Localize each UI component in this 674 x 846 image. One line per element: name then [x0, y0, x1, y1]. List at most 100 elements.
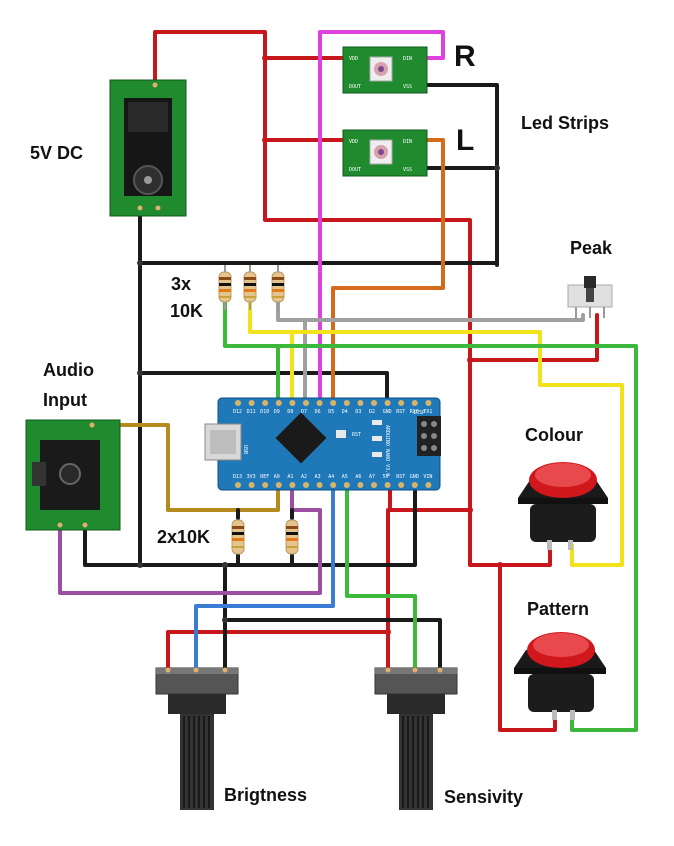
wire-brown-audio [90, 423, 280, 512]
wire-red-trunk [263, 138, 502, 567]
wire-red-dc-top [153, 30, 347, 82]
usb-label: USB [242, 445, 248, 454]
arduino-top-pin-label: TX1 [423, 409, 432, 415]
arduino-top-pin [330, 400, 337, 406]
arduino-bottom-pin [275, 482, 282, 488]
wire-red-peak [468, 313, 599, 362]
pattern-label: Pattern [527, 599, 590, 619]
led-l-vss-label: VSS [403, 167, 412, 173]
arduino-bottom-pin-label: VIN [423, 474, 432, 480]
led-r-din-label: DIN [403, 56, 412, 62]
peak-switch [567, 276, 613, 318]
arduino-top-pin-label: GND [383, 409, 392, 415]
wire-yellow-colour [248, 301, 624, 567]
wire-black-vss-r [423, 83, 499, 267]
arduino-top-pin [411, 400, 418, 406]
led-module-r: VDD DIN DOUT VSS [342, 46, 428, 94]
arduino-top-pin-label: D9 [274, 409, 280, 415]
resistors-3-value: 10K [170, 301, 204, 321]
arduino-bottom-pin [398, 482, 405, 488]
arduino-bottom-pin-label: A5 [342, 474, 348, 480]
arduino-top-pin [262, 400, 269, 406]
junctions-dark [137, 165, 500, 623]
audio-input-label-line1: Audio [43, 360, 94, 380]
potentiometer-brightness [155, 667, 239, 810]
power-label: 5V DC [30, 143, 84, 163]
arduino-bottom-pin-label: GND [410, 474, 419, 480]
arduino-bottom-pin [248, 482, 255, 488]
arduino-bottom-pin-label: A1 [287, 474, 293, 480]
arduino-bottom-pin-label: A4 [328, 474, 334, 480]
arduino-bottom-pin-label: A3 [315, 474, 321, 480]
arduino-top-pin-label: RST [396, 409, 405, 415]
wire-gray-peak [276, 301, 585, 400]
sensitivity-label: Sensivity [444, 787, 524, 807]
wire-resistor-2-link [236, 508, 294, 567]
arduino-bottom-pin [289, 482, 296, 488]
resistor-3 [271, 265, 285, 310]
arduino-bottom-pin [411, 482, 418, 488]
wire-green-pattern [223, 301, 638, 732]
wire-black-to-nano-gnd [138, 371, 389, 400]
arduino-top-pin [343, 400, 350, 406]
colour-label: Colour [525, 425, 583, 445]
wire-red-pot-bright [166, 508, 390, 670]
icsp-header: ICSP [413, 410, 441, 456]
junctions [262, 55, 503, 635]
arduino-top-pin [275, 400, 282, 406]
peak-label: Peak [570, 238, 613, 258]
audio-jack [25, 419, 121, 531]
arduino-bottom-pin-label: A2 [301, 474, 307, 480]
arduino-top-pin [289, 400, 296, 406]
arduino-top-pin-label: D5 [328, 409, 334, 415]
arduino-top-pin-label: D2 [369, 409, 375, 415]
arduino-top-pin-label: D11 [247, 409, 256, 415]
wires [58, 30, 638, 732]
resistors-3-count: 3x [171, 274, 192, 294]
arduino-bottom-pin [384, 482, 391, 488]
arduino-bottom-pin [343, 482, 350, 488]
wire-black-bottom-bus [83, 488, 417, 567]
wire-red-pattern-btn [498, 563, 557, 732]
wire-green-sens [345, 488, 417, 670]
arduino-top-pin-label: D6 [315, 409, 321, 415]
arduino-top-pin [357, 400, 364, 406]
rst-label: RST [352, 432, 361, 438]
led-l-dout-label: DOUT [349, 167, 361, 173]
arduino-top-pin-label: D7 [301, 409, 307, 415]
arduino-bottom-pin [262, 482, 269, 488]
arduino-bottom-pin [425, 482, 432, 488]
potentiometer-sensitivity [374, 667, 458, 810]
wire-red-colour-btn [498, 543, 552, 567]
arduino-bottom-pin-label: D13 [233, 474, 242, 480]
resistor-group-2x [231, 519, 299, 555]
arduino-bottom-pin-label: A7 [369, 474, 375, 480]
arduino-top-pin [371, 400, 377, 406]
arduino-top-pin-label: RX0 [410, 409, 419, 415]
icsp-label: ICSP [413, 410, 425, 416]
arduino-bottom-pin [330, 482, 337, 488]
arduino-top-pin-label: D8 [287, 409, 293, 415]
resistor-5 [285, 519, 299, 555]
arduino-top-pin-label: D3 [355, 409, 361, 415]
led-r-vss-label: VSS [403, 84, 412, 90]
colour-button [518, 462, 608, 550]
brightness-label: Brigtness [224, 785, 308, 805]
arduino-bottom-pin [371, 482, 377, 488]
wire-red-vdd-l [263, 56, 347, 142]
arduino-bottom-pin [235, 482, 241, 488]
arduino-top-pin [425, 400, 432, 406]
resistor-2 [243, 265, 257, 310]
wire-orange-din-l [331, 138, 445, 400]
arduino-bottom-pin [357, 482, 364, 488]
resistor-4 [231, 519, 245, 555]
resistor-group-3x [218, 265, 285, 310]
led-r-dout-label: DOUT [349, 84, 361, 90]
arduino-top-pin [248, 400, 255, 406]
led-strips-label: Led Strips [521, 113, 610, 133]
arduino-bottom-pin-label: A6 [355, 474, 361, 480]
arduino-top-pin-label: D4 [342, 409, 348, 415]
